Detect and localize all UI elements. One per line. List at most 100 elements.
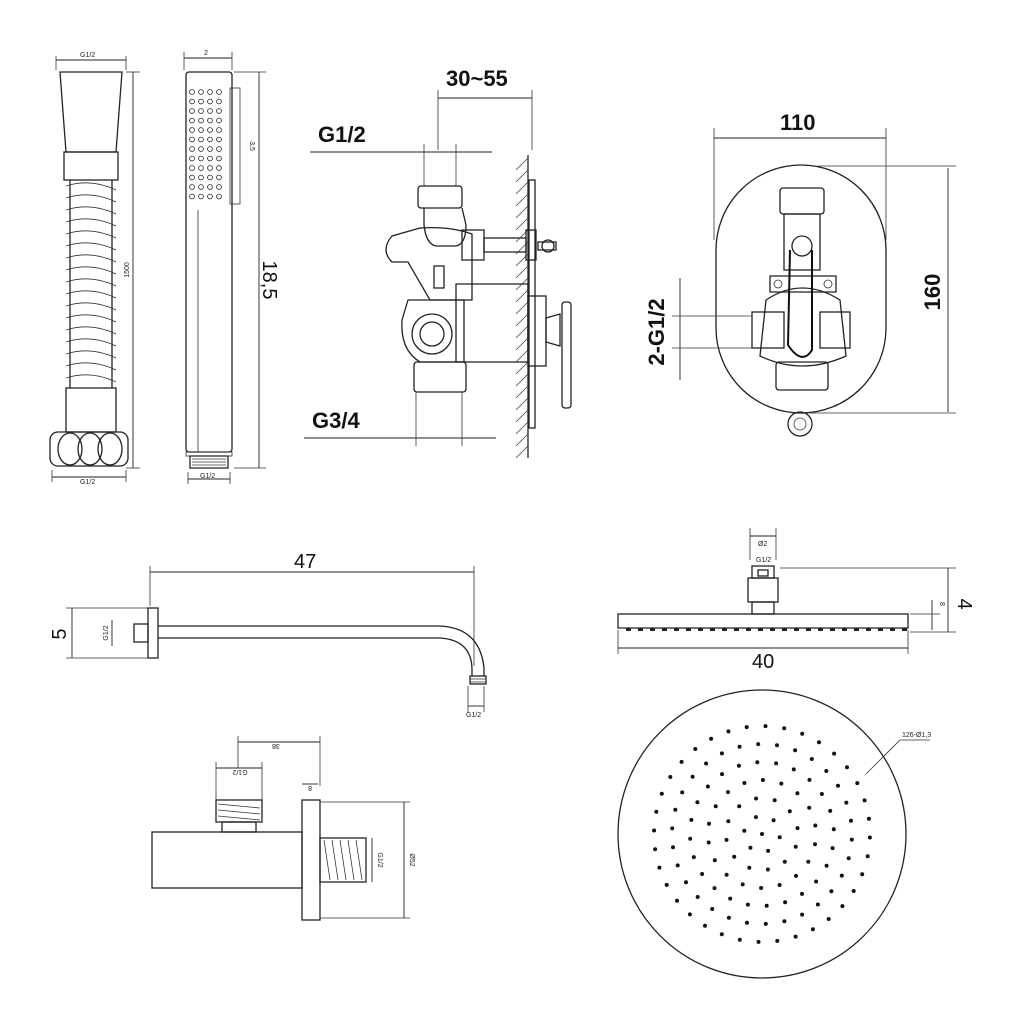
nozzle-dot: [207, 117, 213, 124]
nozzle-dot: [849, 818, 853, 823]
hatch-line: [515, 169, 529, 183]
nozzle-dot: [867, 835, 872, 840]
nozzle-dot: [764, 903, 769, 908]
hatch-line: [515, 289, 529, 303]
nozzle-dot: [844, 800, 849, 805]
nozzle-dot: [726, 790, 730, 795]
wall-hatch: [515, 157, 529, 459]
nozzle-dot: [720, 772, 724, 777]
nozzle-dot: [675, 863, 680, 868]
wall-outlet-drawing: 38 G1/2 8 G1/2 Ø52: [151, 736, 415, 921]
nozzle-dot: [807, 805, 812, 810]
nozzle-dot: [713, 804, 718, 809]
nozzle-dot: [207, 155, 213, 162]
nozzle-dot: [216, 98, 222, 105]
hand-shower-width-label: 2: [204, 50, 208, 57]
nozzle-dot: [216, 108, 222, 114]
nozzle-dot: [726, 729, 731, 734]
nozzle-dot: [706, 840, 711, 845]
nozzle-dot: [813, 842, 817, 847]
nozzle-dot: [189, 193, 195, 200]
nozzle-dot: [826, 917, 831, 921]
nozzle-dot: [705, 784, 710, 789]
nozzle-dot: [755, 760, 760, 765]
nozzle-dot: [845, 765, 849, 770]
nozzle-dot: [742, 781, 747, 785]
nozzle-dot: [807, 777, 812, 782]
valve-top-thread-label: G1/2: [318, 122, 366, 147]
nozzle-dot: [207, 108, 213, 114]
hatch-line: [515, 181, 529, 195]
side-nozzle: [842, 628, 847, 631]
nozzle-dot: [728, 896, 733, 901]
wall-outlet-flange-diam-label: Ø52: [408, 853, 415, 866]
nozzle-dot: [216, 136, 222, 143]
nozzle-dot: [830, 846, 835, 851]
nozzle-dot: [670, 826, 675, 831]
side-nozzle: [626, 628, 631, 631]
nozzle-dot: [855, 781, 860, 786]
nozzle-dot: [198, 155, 204, 162]
nozzle-dot: [760, 778, 765, 782]
nozzle-dot: [824, 863, 829, 868]
nozzle-dot: [675, 898, 679, 903]
nozzle-dot: [704, 761, 709, 766]
nozzle-dot: [793, 934, 798, 939]
hose-bottom-thread-label: G1/2: [80, 479, 95, 486]
nozzle-dot: [700, 872, 705, 876]
nozzle-dot: [216, 193, 222, 200]
shower-arm-length-label: 47: [294, 551, 316, 573]
wall-outlet-top-thread-label: G1/2: [232, 768, 247, 775]
nozzle-dot: [795, 791, 800, 796]
nozzle-dot: [865, 854, 870, 859]
valve-side-drawing: 30~55 G1/2 G3/4: [304, 66, 572, 459]
nozzle-dot: [189, 146, 195, 152]
nozzle-dot: [679, 759, 684, 764]
hatch-line: [515, 301, 529, 315]
hatch-line: [515, 373, 529, 387]
nozzle-dot: [216, 155, 222, 162]
nozzle-dot: [189, 127, 195, 133]
side-nozzle: [794, 628, 799, 631]
nozzle-dot: [782, 919, 787, 924]
nozzle-dot: [754, 796, 759, 801]
side-nozzle: [902, 628, 907, 631]
nozzle-dot: [745, 920, 749, 925]
hatch-line: [515, 217, 529, 231]
nozzle-dot: [824, 769, 829, 773]
hatch-line: [515, 385, 529, 399]
side-nozzle: [698, 628, 703, 631]
nozzle-dot: [712, 858, 717, 863]
nozzle-dot: [726, 819, 731, 824]
nozzle-dot: [831, 827, 836, 832]
hand-shower-length-label: 18,5: [258, 261, 280, 300]
head-nozzles-label: 126-Ø1,3: [902, 732, 931, 739]
nozzle-dot: [846, 856, 851, 861]
nozzle-dot: [819, 792, 824, 796]
nozzle-dot: [207, 193, 213, 200]
nozzle-dot: [653, 847, 658, 852]
nozzle-dot: [724, 837, 729, 842]
nozzle-dot: [732, 854, 737, 859]
nozzle-dot: [189, 165, 195, 171]
nozzle-dot: [765, 867, 770, 872]
nozzle-dot: [216, 184, 222, 190]
nozzle-dot: [772, 798, 777, 803]
nozzle-dot: [817, 740, 821, 745]
nozzle-dot: [664, 882, 669, 887]
hatch-line: [515, 361, 529, 375]
side-nozzle: [890, 628, 895, 631]
side-nozzle: [722, 628, 727, 631]
hatch-line: [515, 409, 529, 423]
hatch-line: [515, 445, 529, 459]
side-nozzle: [770, 628, 775, 631]
side-nozzle: [854, 628, 859, 631]
nozzle-dot: [791, 767, 796, 772]
head-connector-diam-label: Ø2: [758, 541, 767, 548]
nozzle-dot: [207, 146, 213, 152]
nozzle-dot: [712, 886, 717, 891]
nozzle-dot: [832, 751, 837, 756]
nozzle-dot: [800, 912, 805, 917]
nozzle-dot: [657, 865, 662, 870]
hose-top-thread-label: G1/2: [80, 52, 95, 59]
